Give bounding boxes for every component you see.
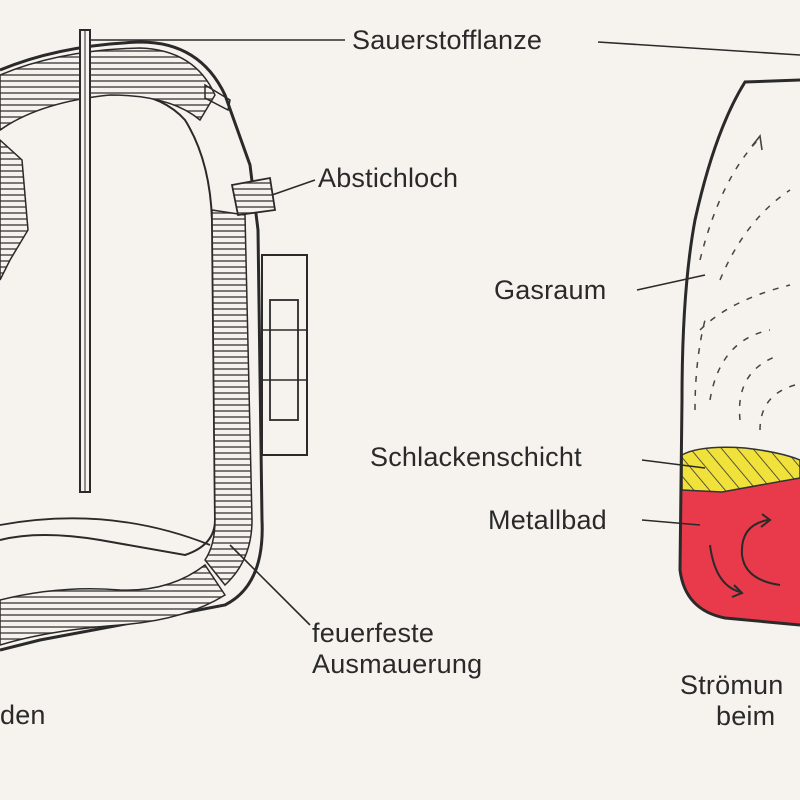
label-refractory-lining: feuerfeste Ausmauerung [312,618,482,680]
leader-gas-space [636,274,706,291]
leader-tap-hole [271,179,316,196]
leader-metal-bath [641,519,701,526]
label-refractory-line1: feuerfeste [312,618,435,648]
leader-lines-right [636,274,706,526]
label-slag-layer: Schlackenschicht [370,442,582,472]
lining-bottom [0,563,227,646]
slag-layer-fill [681,446,800,493]
metal-bath-fill [680,472,800,625]
trunnion-frame [261,254,308,456]
label-bottom-partial: den [0,700,46,730]
bath-surface [0,517,211,546]
label-flow-caption-line1: Strömun [680,670,784,700]
label-gas-space: Gasraum [494,275,607,305]
gas-flow-lines [694,139,796,431]
label-metal-bath: Metallbad [488,505,607,535]
lining-right [204,209,253,587]
metal-flow-arrow [709,544,741,593]
leader-oxygen-right [597,41,800,56]
label-flow-caption-line2: beim [716,701,776,732]
label-flow-caption: Strömun beim [680,670,800,732]
converter-vessel [0,29,308,652]
label-oxygen-lance: Sauerstofflanze [352,25,543,55]
leader-refractory-lining [229,544,311,626]
flow-vessel [678,78,800,627]
tap-hole [230,176,277,217]
flow-vessel-outline [678,78,800,627]
leader-slag-layer [641,459,706,469]
label-refractory-line2: Ausmauerung [312,649,483,680]
lining-left [0,138,29,281]
vessel-outer-shell [0,40,264,652]
vessel-inner-cavity [0,90,217,557]
leader-lines-left [90,39,800,626]
metal-flow-arrow-2 [740,519,781,586]
label-tap-hole: Abstichloch [318,163,459,193]
